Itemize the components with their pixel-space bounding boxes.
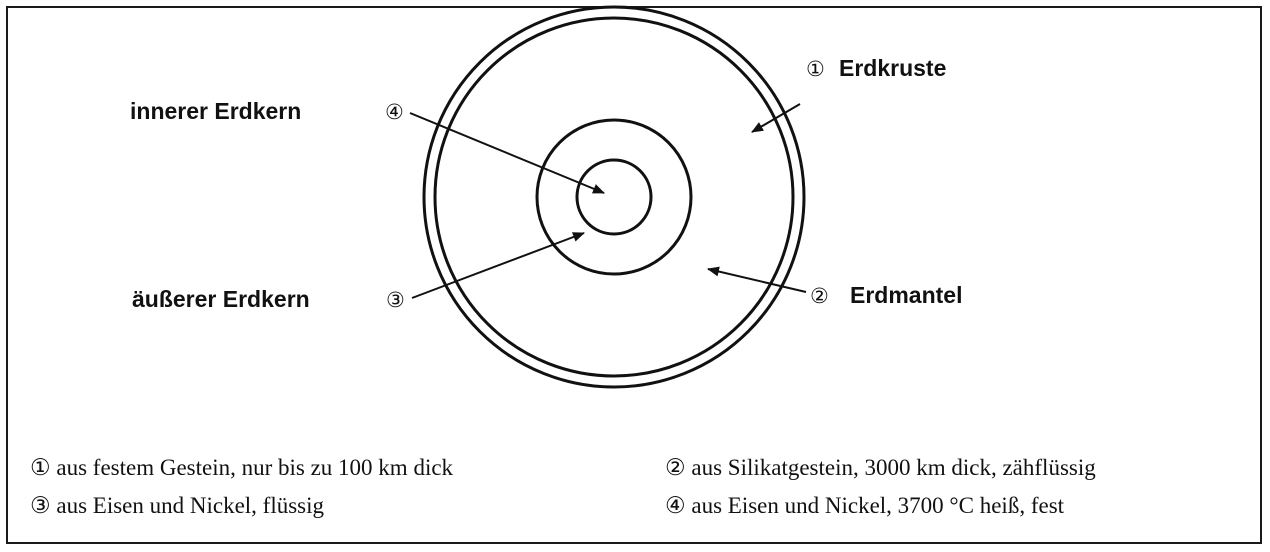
arrow-mantle <box>707 266 807 293</box>
arrow-outer-core <box>411 232 585 299</box>
legend-item-mantle: ② aus Silikatgestein, 3000 km dick, zähf… <box>665 455 1096 480</box>
arrow-crust <box>751 103 801 133</box>
inner-core-number: ④ <box>385 100 404 124</box>
arrow-inner-core <box>409 112 605 194</box>
crust-outer-circle <box>422 5 806 389</box>
crust-number: ① <box>806 57 825 81</box>
inner-core-circle <box>575 158 653 236</box>
crust-label: Erdkruste <box>839 55 946 81</box>
legend-item-outer-core: ③ aus Eisen und Nickel, flüssig <box>30 493 325 518</box>
legend-item-crust: ① aus festem Gestein, nur bis zu 100 km … <box>30 455 454 480</box>
mantle-number: ② <box>810 284 829 308</box>
mantle-label: Erdmantel <box>850 282 962 308</box>
outer-core-circle <box>535 118 693 276</box>
inner-core-label: innerer Erdkern <box>130 98 301 124</box>
crust-inner-circle <box>433 16 795 378</box>
legend-item-inner-core: ④ aus Eisen und Nickel, 3700 °C heiß, fe… <box>665 493 1065 518</box>
outer-core-label: äußerer Erdkern <box>132 286 310 312</box>
outer-core-number: ③ <box>386 288 405 312</box>
